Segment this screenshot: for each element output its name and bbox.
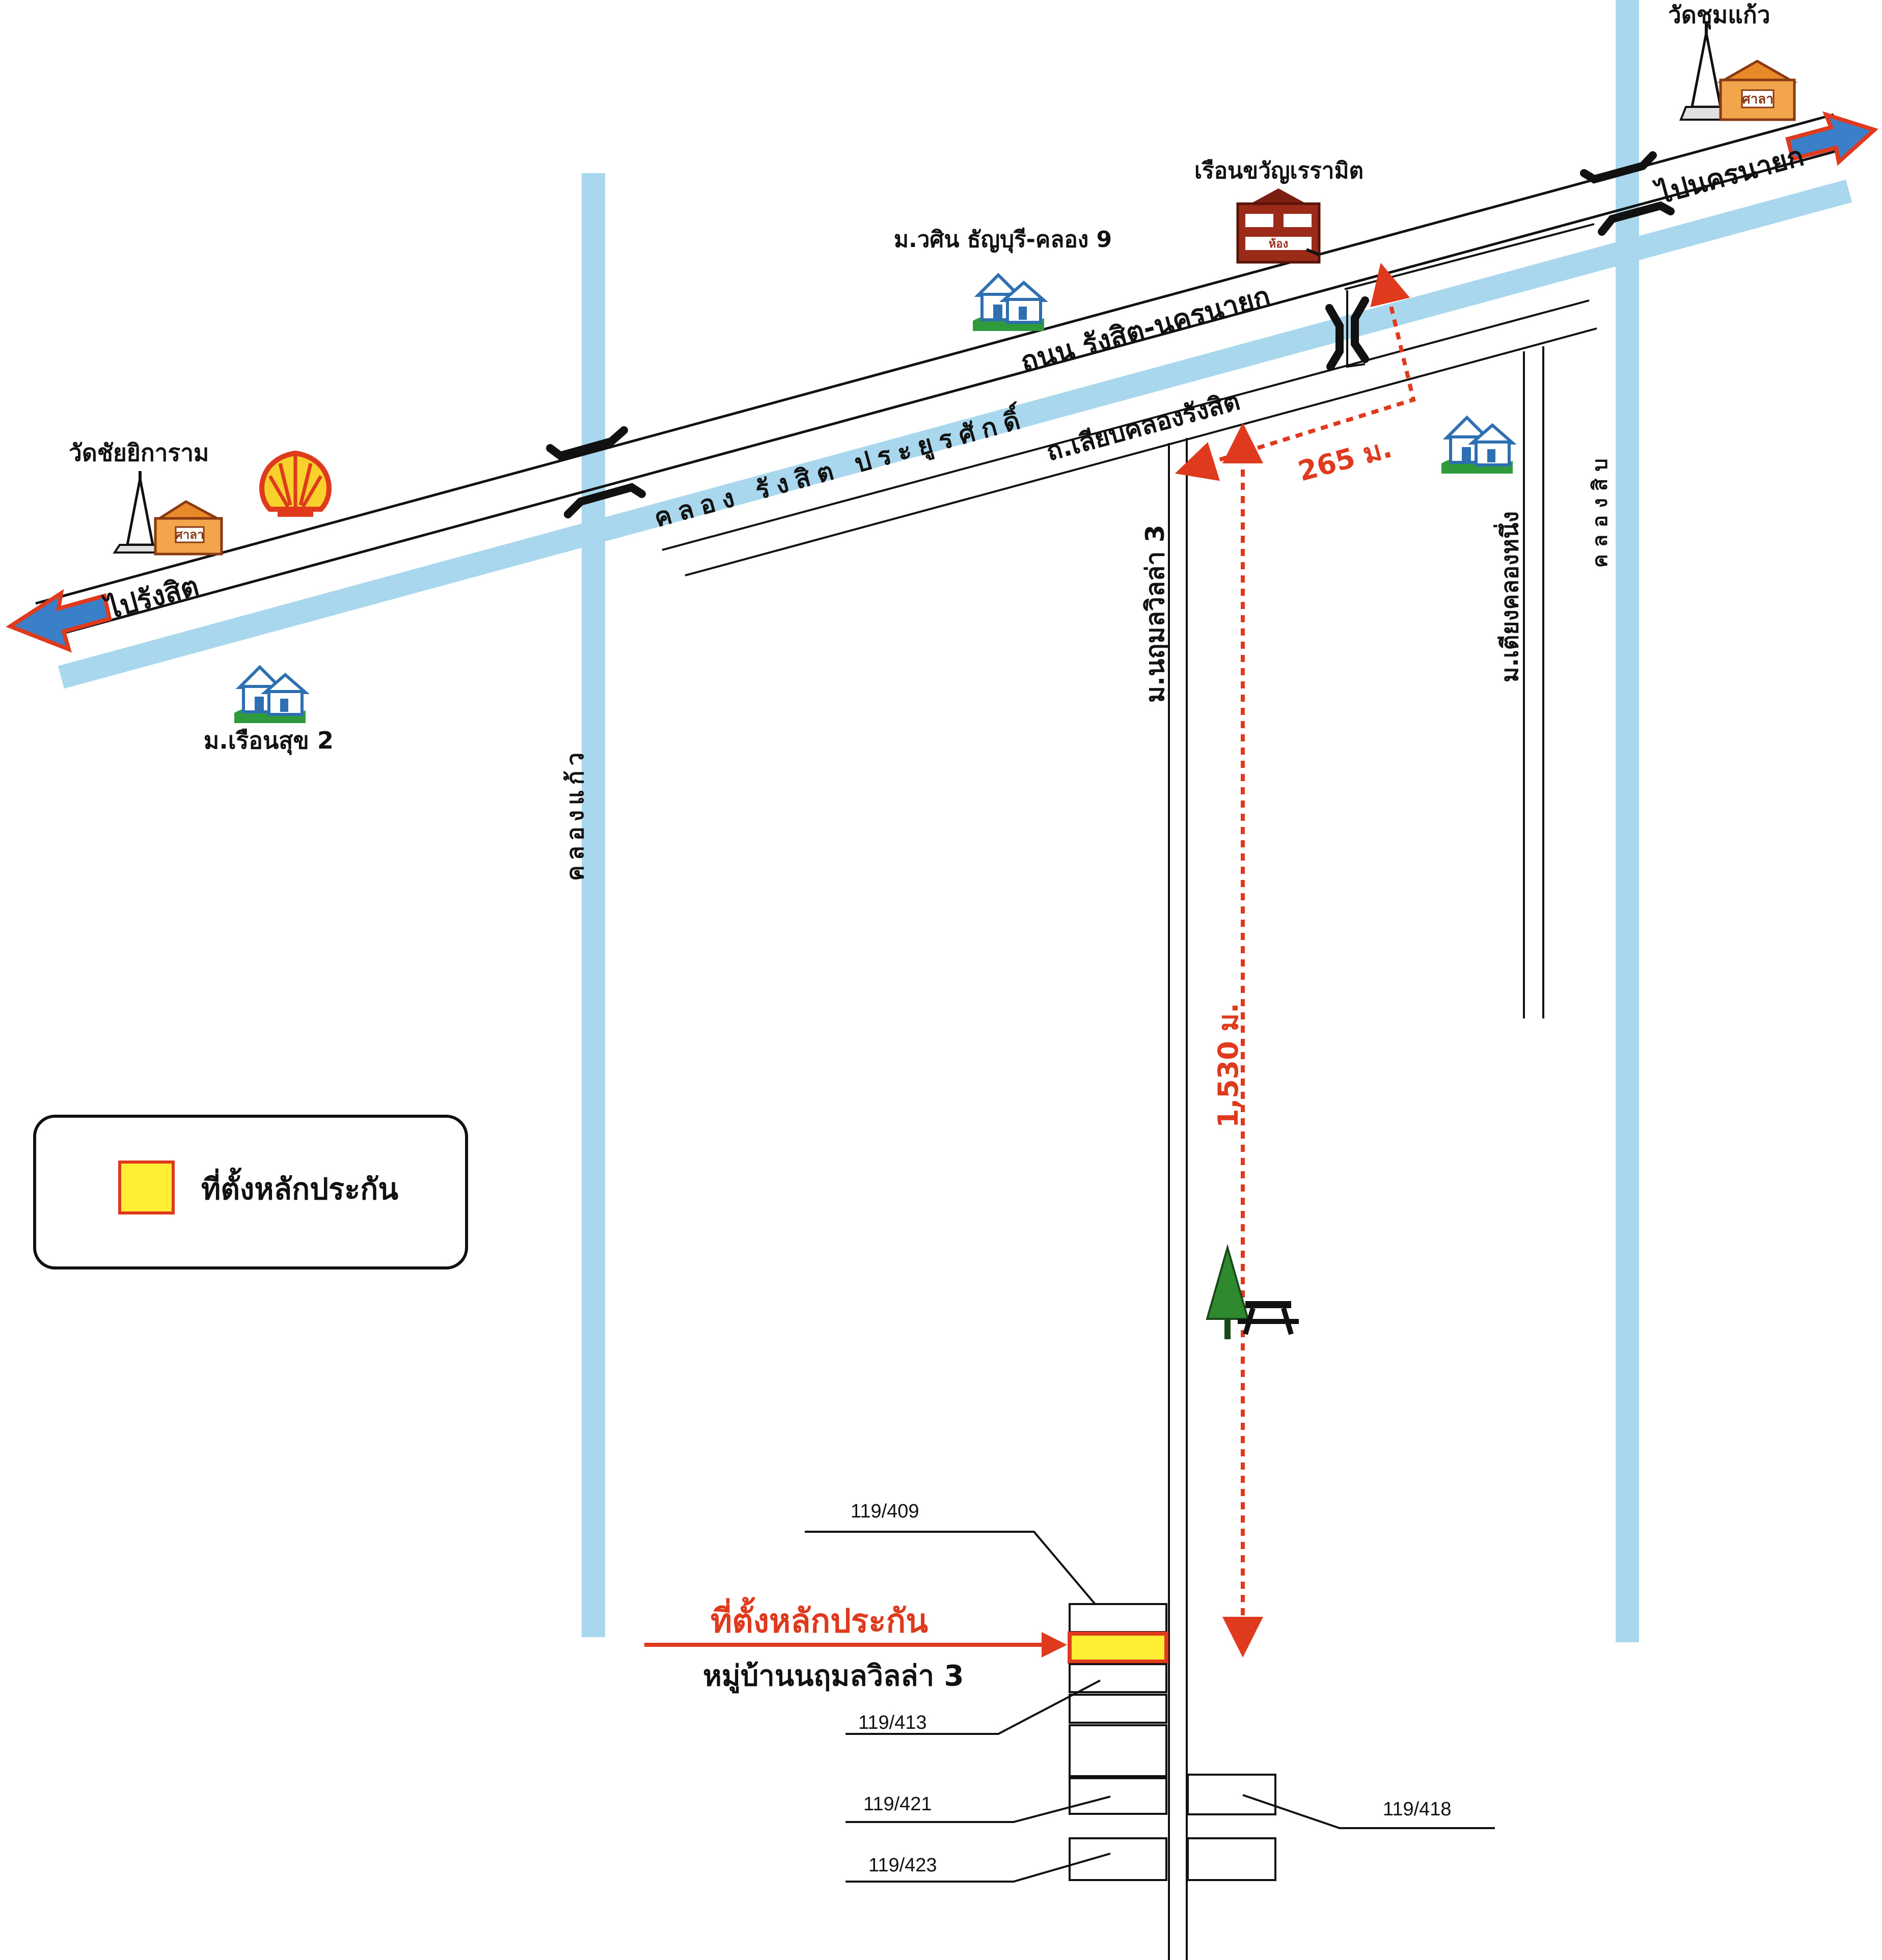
to-rangsit-label: ไปรังสิต [100,569,202,626]
arrow-to-rangsit [6,589,112,653]
collateral-village: หมู่บ้านนฤมลวิลล่า 3 [703,1660,964,1694]
frontage-line-2 [685,327,1597,576]
plot-box-409 [1069,1603,1167,1633]
soi-right-label: ม.เตียงคลองหนึ่ง [1493,511,1523,682]
soi-right [1523,346,1544,1018]
resort-building-icon: ห้อง [1236,188,1321,264]
svg-text:ศาลา: ศาลา [1742,92,1774,107]
bridge-left-top [546,426,628,460]
svg-text:ห้อง: ห้อง [1269,238,1288,251]
village-house-icon [1441,415,1517,474]
plot-label-423: 119/423 [868,1855,937,1876]
plot-label-421: 119/421 [863,1793,932,1815]
plot-box-423 [1069,1837,1167,1881]
canal-left-label: คลองแก้ว [561,748,589,881]
park-icon [1206,1244,1299,1339]
temple-left-icon: ศาลา [113,471,223,556]
resort-label: เรือนขวัญเรรามิต [1194,158,1363,184]
plot-box-413 [1069,1694,1167,1724]
collateral-arrow [644,1632,1067,1658]
bridge-right-bottom [1598,201,1675,236]
plot-label-418: 119/418 [1383,1799,1452,1820]
village-house-icon [973,272,1048,331]
main-road [6,111,1878,653]
arrow-to-nakhon-nayok [1785,111,1878,166]
canals [58,0,1852,1642]
svg-text:ศาลา: ศาลา [175,528,204,542]
plot-boxes [1068,1603,1276,1881]
plot-box-421 [1069,1777,1167,1815]
legend-swatch [118,1161,175,1214]
frontage-line-1 [662,299,1590,551]
plot-label-409: 119/409 [851,1501,919,1522]
soi-main-label: ม.นฤมลวิลล่า 3 [1140,524,1170,703]
collateral-title: ที่ตั้งหลักประกัน [711,1597,928,1640]
legend-label: ที่ตั้งหลักประกัน [201,1168,398,1206]
main-road-edge-top [35,113,1834,605]
temple-left-label: วัดชัยยิการาม [69,439,209,466]
shell-station-icon [259,450,332,517]
village-house-icon [234,665,310,723]
canal-main-rangsit [58,179,1852,689]
plot-box [1187,1837,1276,1881]
main-road-edge-bottom [50,146,1849,638]
temple-right-icon: ศาลา [1679,23,1798,121]
distance-265-path [1175,263,1416,481]
plot-box-418 [1187,1774,1276,1815]
soi-main [1168,438,1188,1960]
plot-box [1069,1724,1167,1777]
temple-right-label: วัดชุมแก้ว [1668,1,1770,30]
canal-right-label: คลองสิบ [1589,451,1612,568]
village-sirin-label: ม.วศิน ธัญบุรี-คลอง 9 [894,227,1112,254]
plot-leaders [805,1531,1495,1883]
distance-short-label: 265 ม. [1295,432,1396,488]
legend-box: ที่ตั้งหลักประกัน [33,1115,468,1269]
plot-label-413: 119/413 [858,1712,927,1733]
plot-box-collateral [1068,1632,1168,1664]
distance-long-label: 1,530 ม. [1212,1003,1244,1128]
village-ruen-label: ม.เรือนสุข 2 [204,727,334,755]
distance-markers [1175,263,1416,1658]
frontage-road [662,223,1597,576]
bridge-left-bottom [564,483,646,518]
bridge-right-top [1580,151,1657,184]
